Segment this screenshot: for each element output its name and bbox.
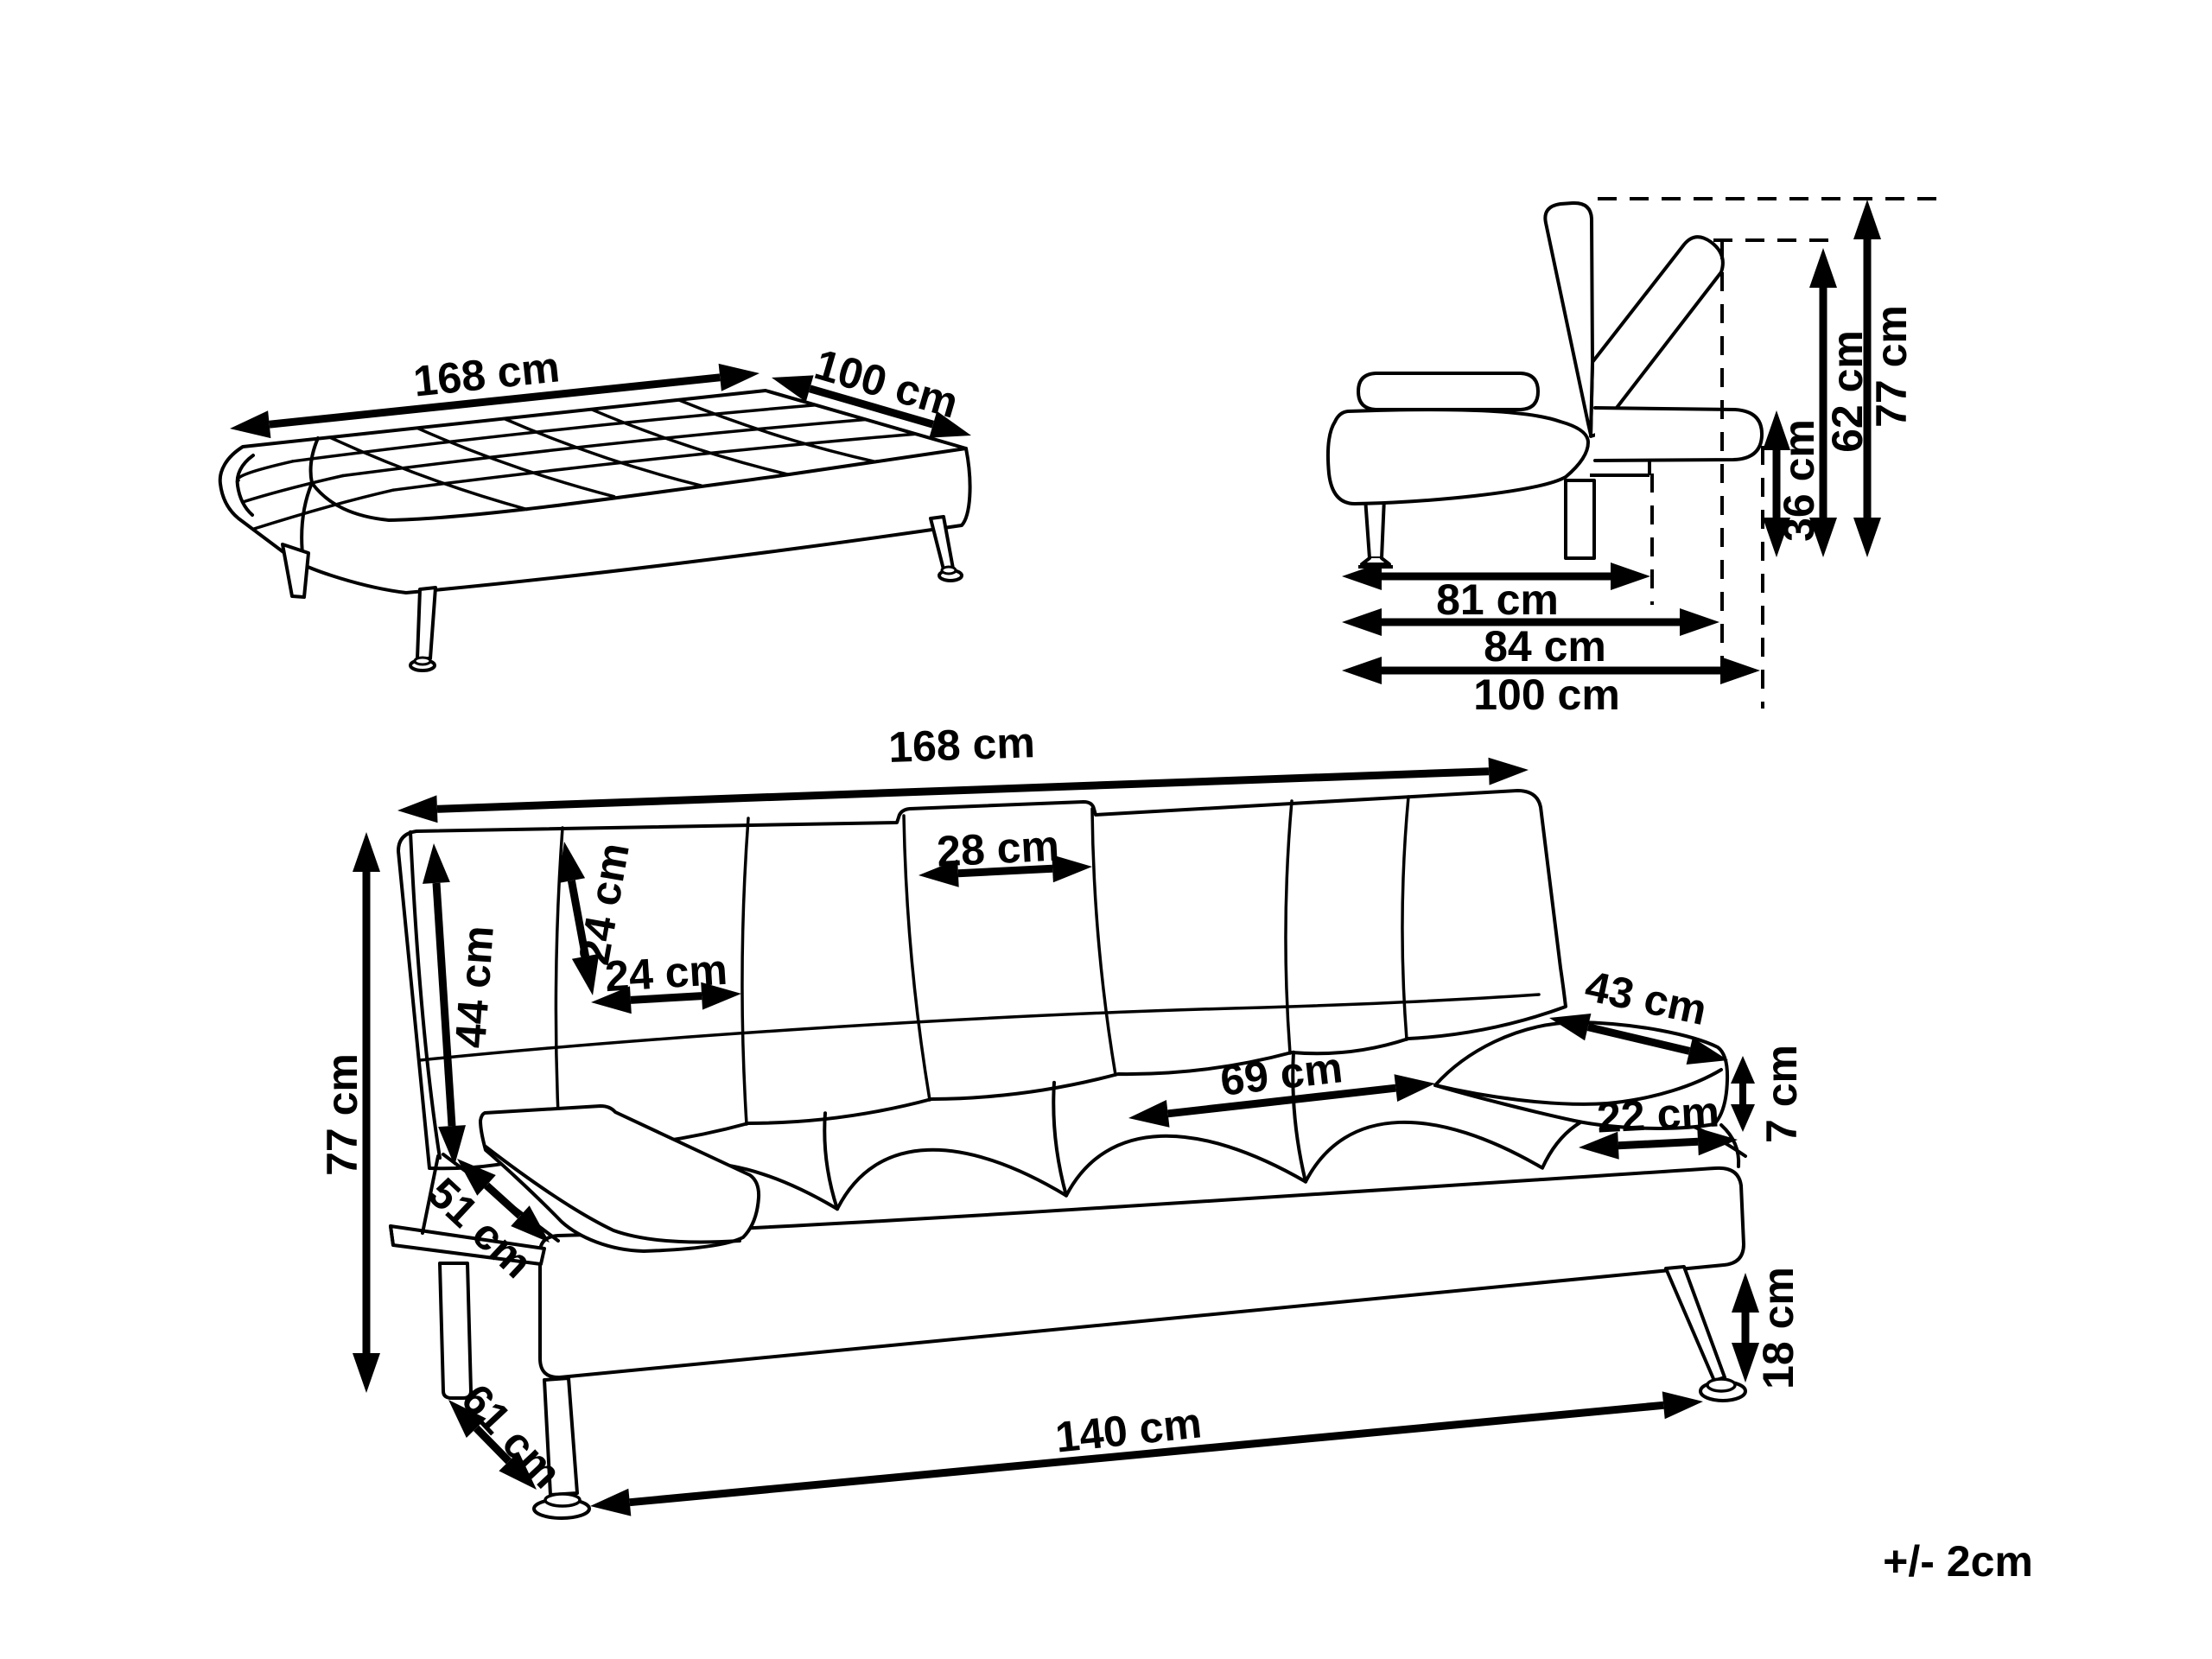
svg-text:81 cm: 81 cm bbox=[1436, 575, 1559, 624]
svg-text:100 cm: 100 cm bbox=[1473, 671, 1620, 719]
svg-text:84 cm: 84 cm bbox=[1484, 622, 1606, 671]
svg-text:44 cm: 44 cm bbox=[446, 924, 503, 1049]
svg-text:22 cm: 22 cm bbox=[1596, 1087, 1721, 1141]
svg-text:168 cm: 168 cm bbox=[887, 718, 1035, 772]
svg-text:7 cm: 7 cm bbox=[1758, 1045, 1806, 1143]
svg-text:77 cm: 77 cm bbox=[318, 1053, 366, 1176]
svg-text:24 cm: 24 cm bbox=[604, 945, 729, 1001]
svg-text:+/- 2cm: +/- 2cm bbox=[1883, 1537, 2033, 1586]
svg-text:18 cm: 18 cm bbox=[1754, 1267, 1802, 1389]
svg-text:28 cm: 28 cm bbox=[936, 821, 1061, 875]
svg-text:77 cm: 77 cm bbox=[1867, 305, 1916, 428]
